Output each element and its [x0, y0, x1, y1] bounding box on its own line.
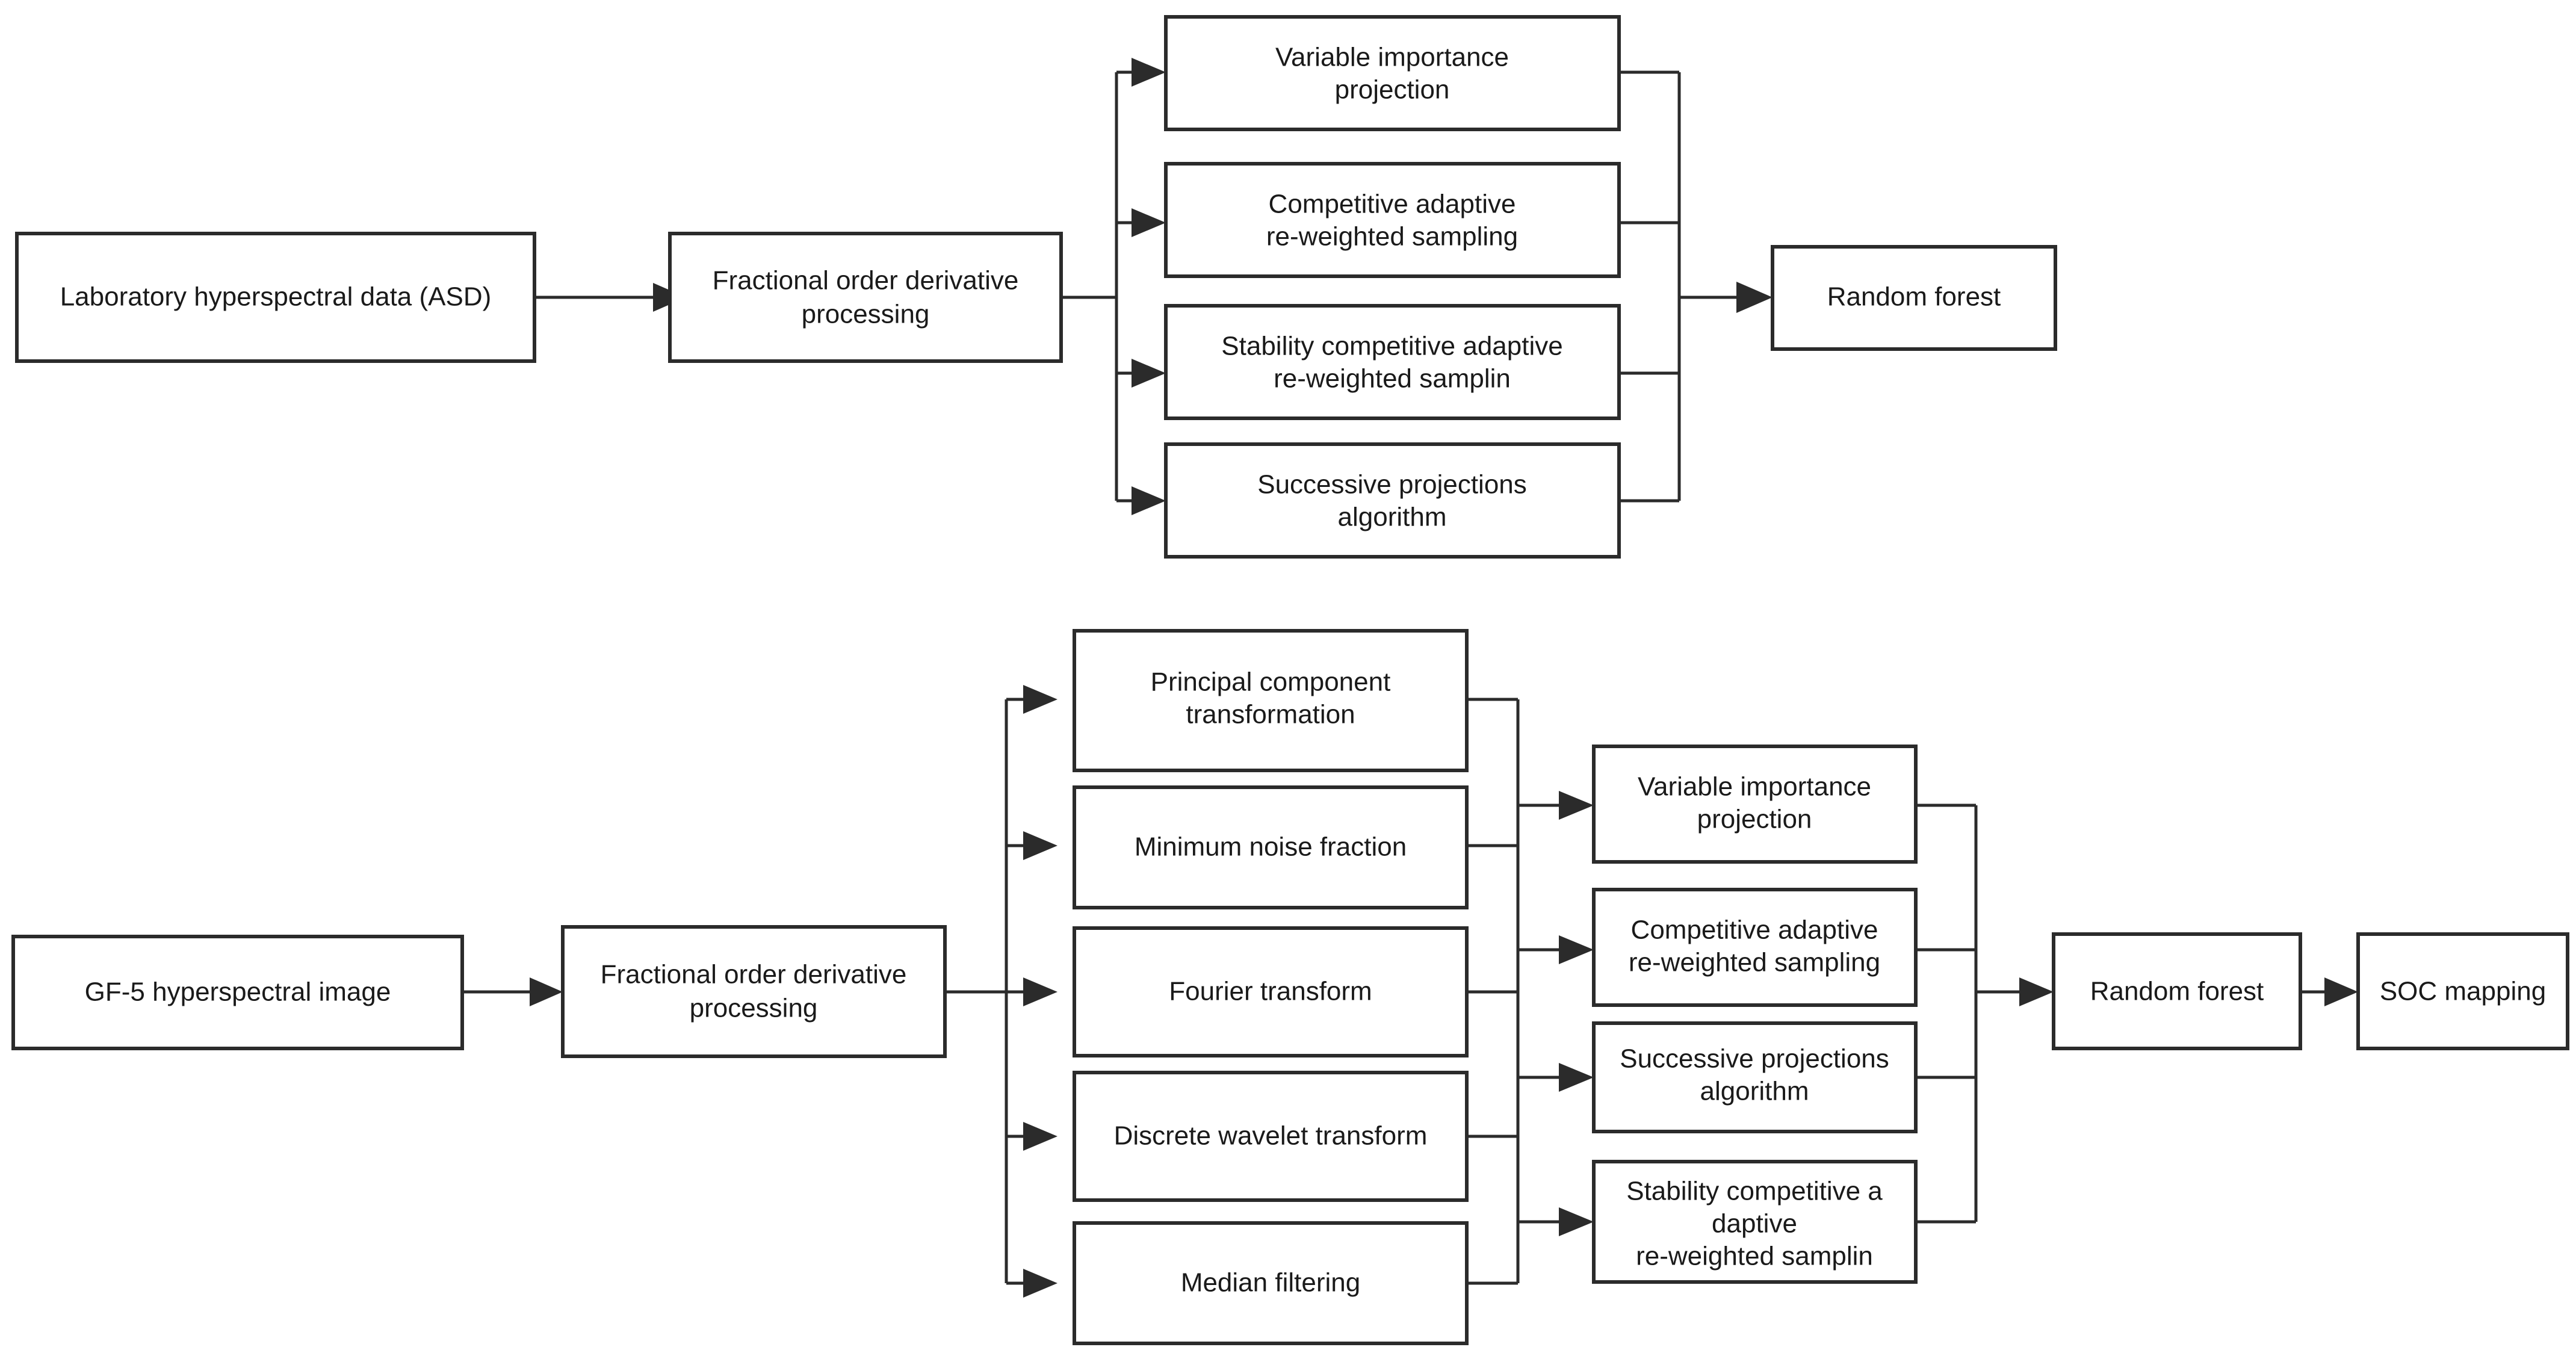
node-img-variable-importance-projection[interactable]: Variable importance projection: [1592, 745, 1918, 864]
connector-lab-merge-bus-to-rf: [1619, 70, 1773, 503]
connector-img-selection-merge-bus-to-rf: [1916, 803, 2054, 1224]
node-label-line1: Competitive adaptive: [1269, 190, 1516, 219]
connector-img-fod-branch-bus: [945, 685, 1057, 1298]
node-gf5-hyperspectral-image[interactable]: GF-5 hyperspectral image: [11, 935, 464, 1050]
node-label-line3: re-weighted samplin: [1636, 1242, 1873, 1271]
node-label-line1: Successive projections: [1257, 470, 1527, 500]
node-label: Laboratory hyperspectral data (ASD): [60, 282, 492, 312]
node-label-line1: Variable importance: [1275, 43, 1509, 72]
node-img-competitive-adaptive-re-weighted-sampling[interactable]: Competitive adaptive re-weighted samplin…: [1592, 888, 1918, 1007]
node-label-line1: Principal component: [1151, 667, 1391, 697]
node-label-line2: projection: [1697, 805, 1812, 834]
node-img-random-forest[interactable]: Random forest: [2052, 932, 2302, 1050]
node-lab-fractional-order-derivative-processing[interactable]: Fractional order derivative processing: [668, 232, 1063, 363]
node-label: SOC mapping: [2380, 977, 2546, 1006]
node-label: Random forest: [2090, 977, 2264, 1006]
node-median-filtering[interactable]: Median filtering: [1073, 1221, 1469, 1345]
node-img-successive-projections-algorithm[interactable]: Successive projections algorithm: [1592, 1021, 1918, 1133]
node-label-line1: Fractional order derivative: [601, 960, 907, 989]
node-label-line2: re-weighted sampling: [1629, 948, 1880, 977]
node-label: GF-5 hyperspectral image: [85, 977, 391, 1007]
node-lab-successive-projections-algorithm[interactable]: Successive projections algorithm: [1164, 442, 1621, 559]
node-label-line1: Minimum noise fraction: [1135, 832, 1407, 862]
connector-lab-source-to-fod: [534, 283, 686, 312]
node-label-line2: projection: [1335, 75, 1450, 105]
node-label-line1: Fourier transform: [1169, 977, 1372, 1006]
node-discrete-wavelet-transform[interactable]: Discrete wavelet transform: [1073, 1071, 1469, 1202]
node-label-line2: algorithm: [1338, 503, 1447, 532]
connector-lab-fod-branch-bus: [1061, 58, 1166, 515]
node-label-line1: Competitive adaptive: [1631, 915, 1878, 945]
node-fourier-transform[interactable]: Fourier transform: [1073, 926, 1469, 1057]
node-label-line2: transformation: [1186, 700, 1355, 729]
node-label-line1: Stability competitive adaptive: [1221, 332, 1562, 361]
node-lab-competitive-adaptive-re-weighted-sampling[interactable]: Competitive adaptive re-weighted samplin…: [1164, 162, 1621, 278]
node-label-line2: re-weighted samplin: [1274, 364, 1511, 394]
connector-img-transform-merge-bus: [1467, 698, 1594, 1285]
node-lab-stability-competitive-adaptive-re-weighted-samplin[interactable]: Stability competitive adaptive re-weight…: [1164, 304, 1621, 420]
node-img-fractional-order-derivative-processing[interactable]: Fractional order derivative processing: [561, 925, 947, 1058]
node-label-line2: daptive: [1712, 1209, 1797, 1239]
node-soc-mapping[interactable]: SOC mapping: [2356, 932, 2569, 1050]
node-label-line1: Fractional order derivative: [713, 266, 1019, 296]
connector-img-rf-to-soc-mapping: [2300, 977, 2358, 1006]
node-label-line1: Discrete wavelet transform: [1114, 1121, 1428, 1151]
connector-img-source-to-fod: [462, 977, 563, 1006]
node-principal-component-transformation[interactable]: Principal component transformation: [1073, 629, 1469, 772]
node-label-line2: re-weighted sampling: [1266, 222, 1518, 252]
node-label-line1: Successive projections: [1620, 1044, 1889, 1074]
node-label: Random forest: [1827, 282, 2001, 312]
node-laboratory-hyperspectral-data[interactable]: Laboratory hyperspectral data (ASD): [15, 232, 536, 363]
node-img-stability-competitive-adaptive-re-weighted-samplin[interactable]: Stability competitive a daptive re-weigh…: [1592, 1160, 1918, 1284]
node-minimum-noise-fraction[interactable]: Minimum noise fraction: [1073, 785, 1469, 909]
node-label-line2: algorithm: [1700, 1077, 1809, 1106]
node-label-line1: Variable importance: [1638, 772, 1871, 802]
node-label-line1: Stability competitive a: [1626, 1177, 1883, 1206]
node-label-line2: processing: [690, 994, 818, 1023]
node-label-line1: Median filtering: [1181, 1268, 1360, 1298]
node-lab-random-forest[interactable]: Random forest: [1771, 245, 2057, 351]
node-lab-variable-importance-projection[interactable]: Variable importance projection: [1164, 15, 1621, 131]
node-label-line2: processing: [802, 300, 930, 329]
